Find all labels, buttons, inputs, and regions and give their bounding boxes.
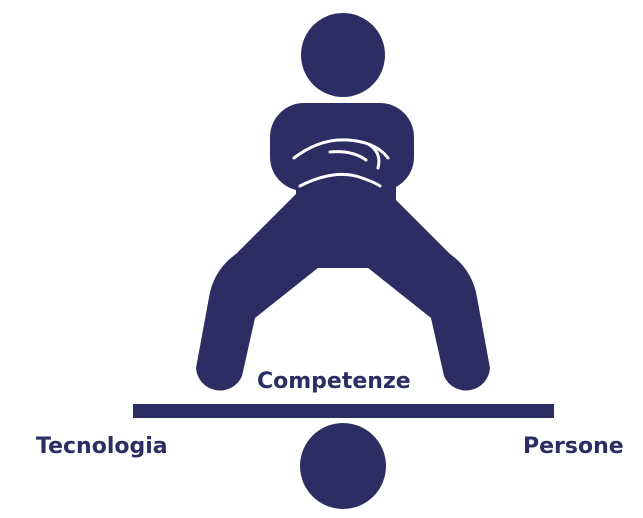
persone-label: Persone [523, 434, 624, 459]
seesaw-plank [133, 404, 554, 418]
tecnologia-label: Tecnologia [36, 434, 168, 459]
competenze-label: Competenze [257, 369, 411, 394]
arm-outline [292, 138, 390, 188]
head-icon [301, 13, 385, 97]
fulcrum-ball-icon [300, 423, 386, 509]
crossed-arms [270, 103, 414, 191]
